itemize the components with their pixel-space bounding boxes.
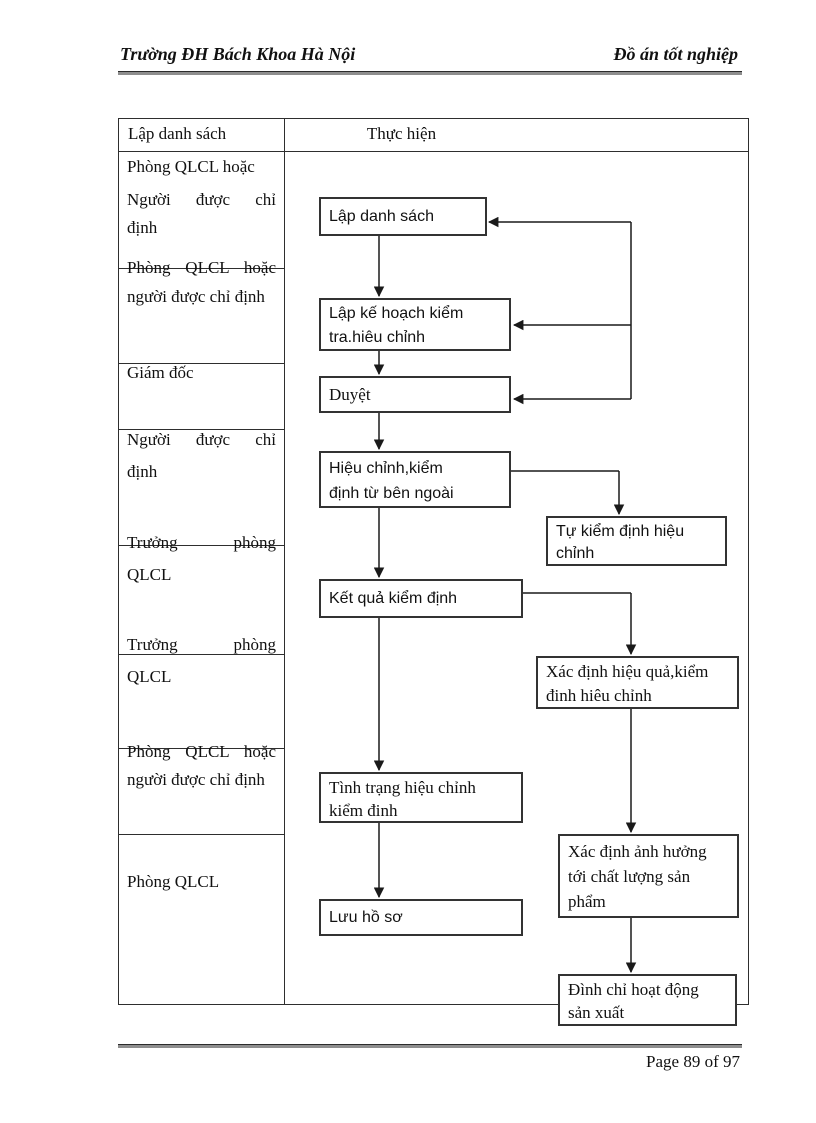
role-label-line: định [127,462,158,481]
footer-rule [118,1044,742,1048]
column-header-thuc-hien: Thực hiện [366,124,437,143]
procedure-table: Lập danh sách Thực hiện Phòng QLCL hoặc … [118,118,749,1026]
role-label-line: Trưởng phòng [127,533,276,552]
role-label-line: người được chỉ định [127,770,265,789]
role-label-line: định [127,218,158,237]
row-border [119,363,285,364]
row-border [119,268,285,269]
column-header-lap-danh-sach: Lập danh sách [128,124,227,143]
role-label-line: QLCL [127,565,172,584]
table-column-divider [284,119,285,1004]
header-school-title: Trường ĐH Bách Khoa Hà Nội [120,44,356,64]
role-label-line: Phòng QLCL hoặc [127,742,276,761]
flow-box-xac-dinh-hieu-qua-kiem-dinh: Xác định hiệu quả,kiểm đinh hiêu chỉnh [536,656,739,709]
flow-box-luu-ho-so: Lưu hồ sơ [319,899,523,936]
role-label-line: Giám đốc [127,363,194,382]
row-border [119,748,285,749]
row-border [119,429,285,430]
flow-box-hieu-chinh-kiem-dinh-ben-ngoai: Hiệu chỉnh,kiểm định từ bên ngoài [319,451,511,508]
header-doc-title: Đồ án tốt nghiệp [613,44,738,64]
role-label-line: Người được chỉ [127,430,276,449]
page-number: Page 89 of 97 [646,1052,740,1071]
flow-box-tinh-trang-hieu-chinh-kiem-dinh: Tình trạng hiệu chỉnh kiểm đinh [319,772,523,823]
header-rule [118,71,742,75]
role-label-line: Phòng QLCL hoặc [127,157,255,176]
role-label-line: Phòng QLCL [127,872,220,891]
row-border [119,654,285,655]
flow-box-lap-ke-hoach-kiem-tra: Lập kế hoạch kiểm tra.hiêu chỉnh [319,298,511,351]
flow-box-tu-kiem-dinh-hieu-chinh: Tự kiểm định hiệu chỉnh [546,516,727,566]
flow-box-xac-dinh-anh-huong: Xác định ảnh hưởng tới chất lượng sản ph… [558,834,739,918]
flow-box-duyet: Duyệt [319,376,511,413]
flow-box-dinh-chi-hoat-dong-san-xuat: Đình chỉ hoạt động sản xuất [558,974,737,1026]
role-label-line: Người được chỉ [127,190,276,209]
flow-box-lap-danh-sach: Lập danh sách [319,197,487,236]
role-label-line: người được chỉ định [127,287,265,306]
role-label-line: Phòng QLCL hoặc [127,258,276,277]
role-label-line: QLCL [127,667,172,686]
flow-box-ket-qua-kiem-dinh: Kết quả kiểm định [319,579,523,618]
table-header-border [119,151,748,152]
row-border [119,545,285,546]
role-label-line: Trưởng phòng [127,635,276,654]
row-border [119,834,285,835]
